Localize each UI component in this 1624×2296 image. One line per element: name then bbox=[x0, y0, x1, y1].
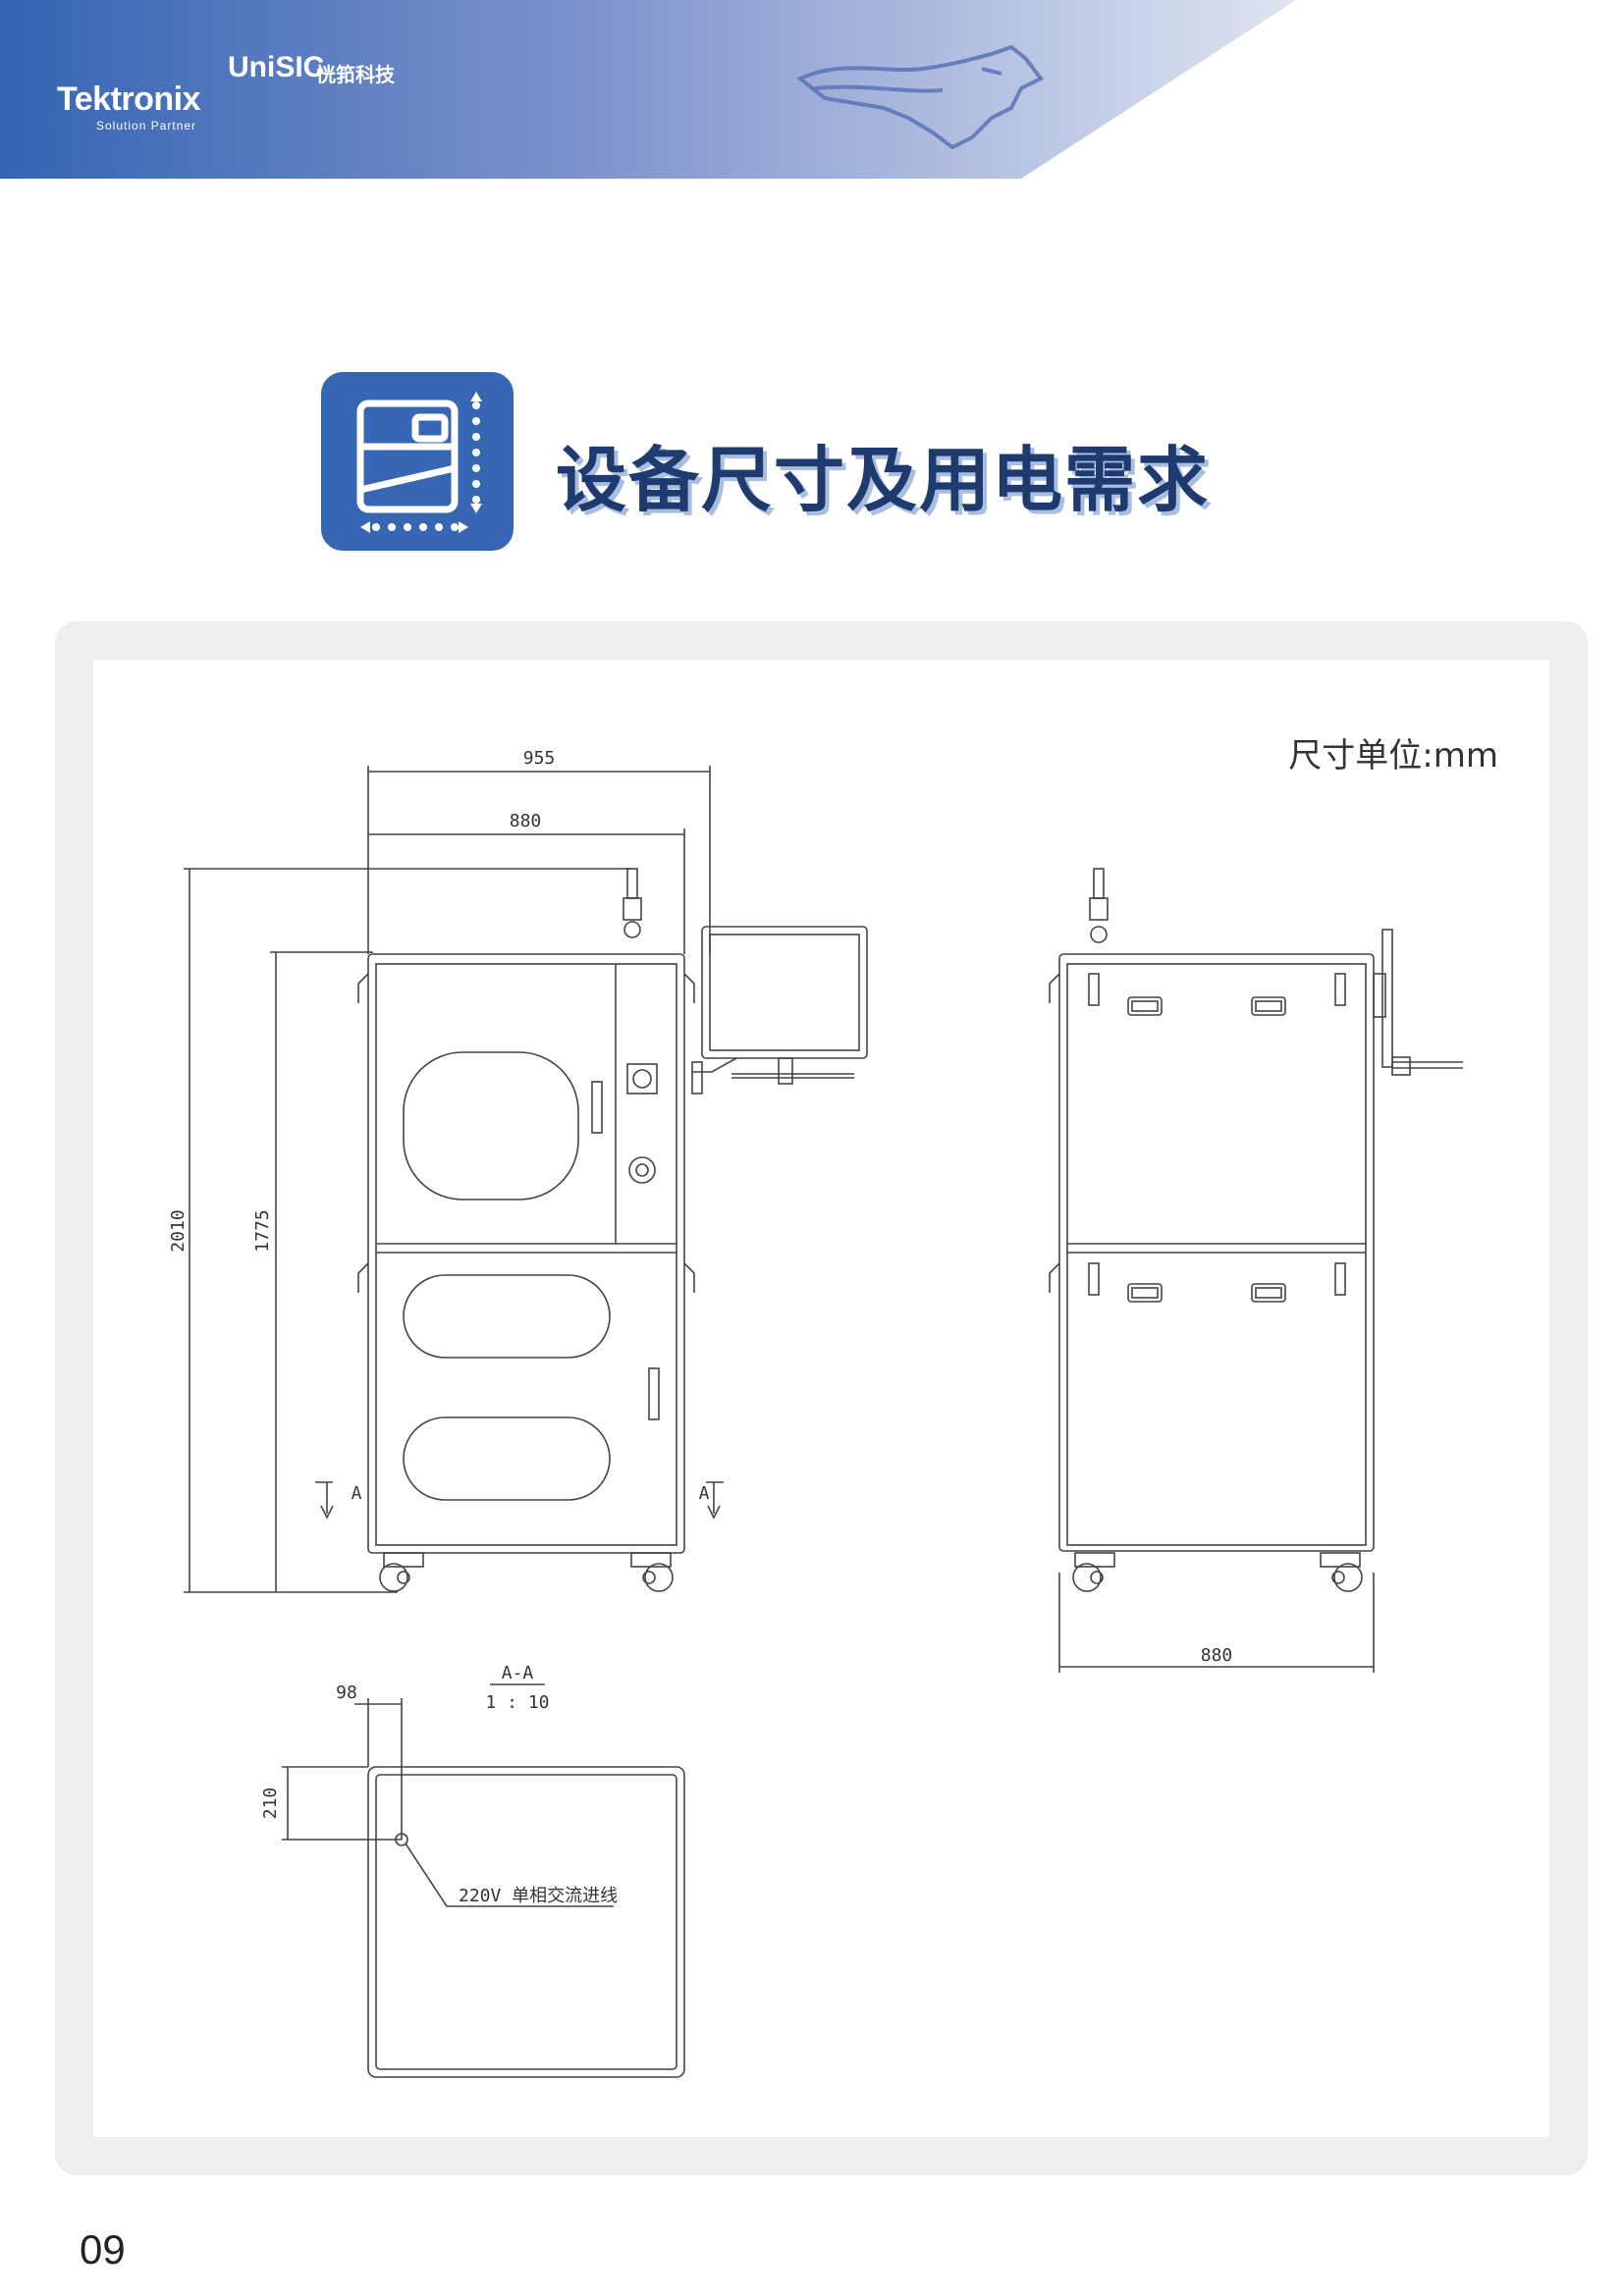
wolf-mascot-icon bbox=[796, 44, 1045, 150]
page-number: 09 bbox=[80, 2226, 126, 2272]
side-view bbox=[1049, 868, 1463, 1673]
header-background bbox=[0, 0, 1296, 179]
section-mark-left: A bbox=[352, 1483, 362, 1504]
dim-section-offset-x: 98 bbox=[336, 1682, 357, 1703]
unisic-logo-cn: 恍筘科技 bbox=[316, 63, 395, 86]
section-mark-right: A bbox=[699, 1483, 710, 1504]
tektronix-subtitle: Solution Partner bbox=[96, 119, 197, 133]
technical-drawing: 955 880 2010 1775 A A 880 A-A 1 : 10 98 … bbox=[168, 748, 1463, 2078]
section-scale: 1 : 10 bbox=[485, 1692, 549, 1713]
dim-front-overall-height: 2010 bbox=[168, 1209, 189, 1252]
dim-front-body-height: 1775 bbox=[252, 1209, 273, 1252]
drawing-canvas: 尺寸单位:mm bbox=[93, 660, 1549, 2137]
front-view bbox=[184, 766, 868, 1593]
header-banner: Tektronix Solution Partner UniSIC 恍筘科技 bbox=[0, 0, 1624, 179]
section-view bbox=[282, 1683, 685, 2078]
section-label: A-A bbox=[502, 1663, 534, 1683]
dim-front-body-width: 880 bbox=[510, 811, 542, 831]
dim-side-width: 880 bbox=[1201, 1645, 1233, 1666]
page-title: 设备尺寸及用电需求 bbox=[556, 439, 1211, 521]
dim-section-offset-y: 210 bbox=[260, 1788, 281, 1820]
unit-note: 尺寸单位:mm bbox=[1288, 736, 1498, 775]
equipment-dimension-icon bbox=[321, 372, 514, 551]
power-inlet-callout: 220V 单相交流进线 bbox=[459, 1886, 618, 1906]
dim-front-overall-width: 955 bbox=[523, 748, 556, 769]
unisic-logo: UniSIC bbox=[228, 51, 325, 83]
tektronix-logo: Tektronix bbox=[57, 80, 201, 118]
dimension-labels: 955 880 2010 1775 A A 880 A-A 1 : 10 98 … bbox=[168, 748, 1232, 1906]
drawing-frame: 尺寸单位:mm bbox=[55, 621, 1588, 2175]
